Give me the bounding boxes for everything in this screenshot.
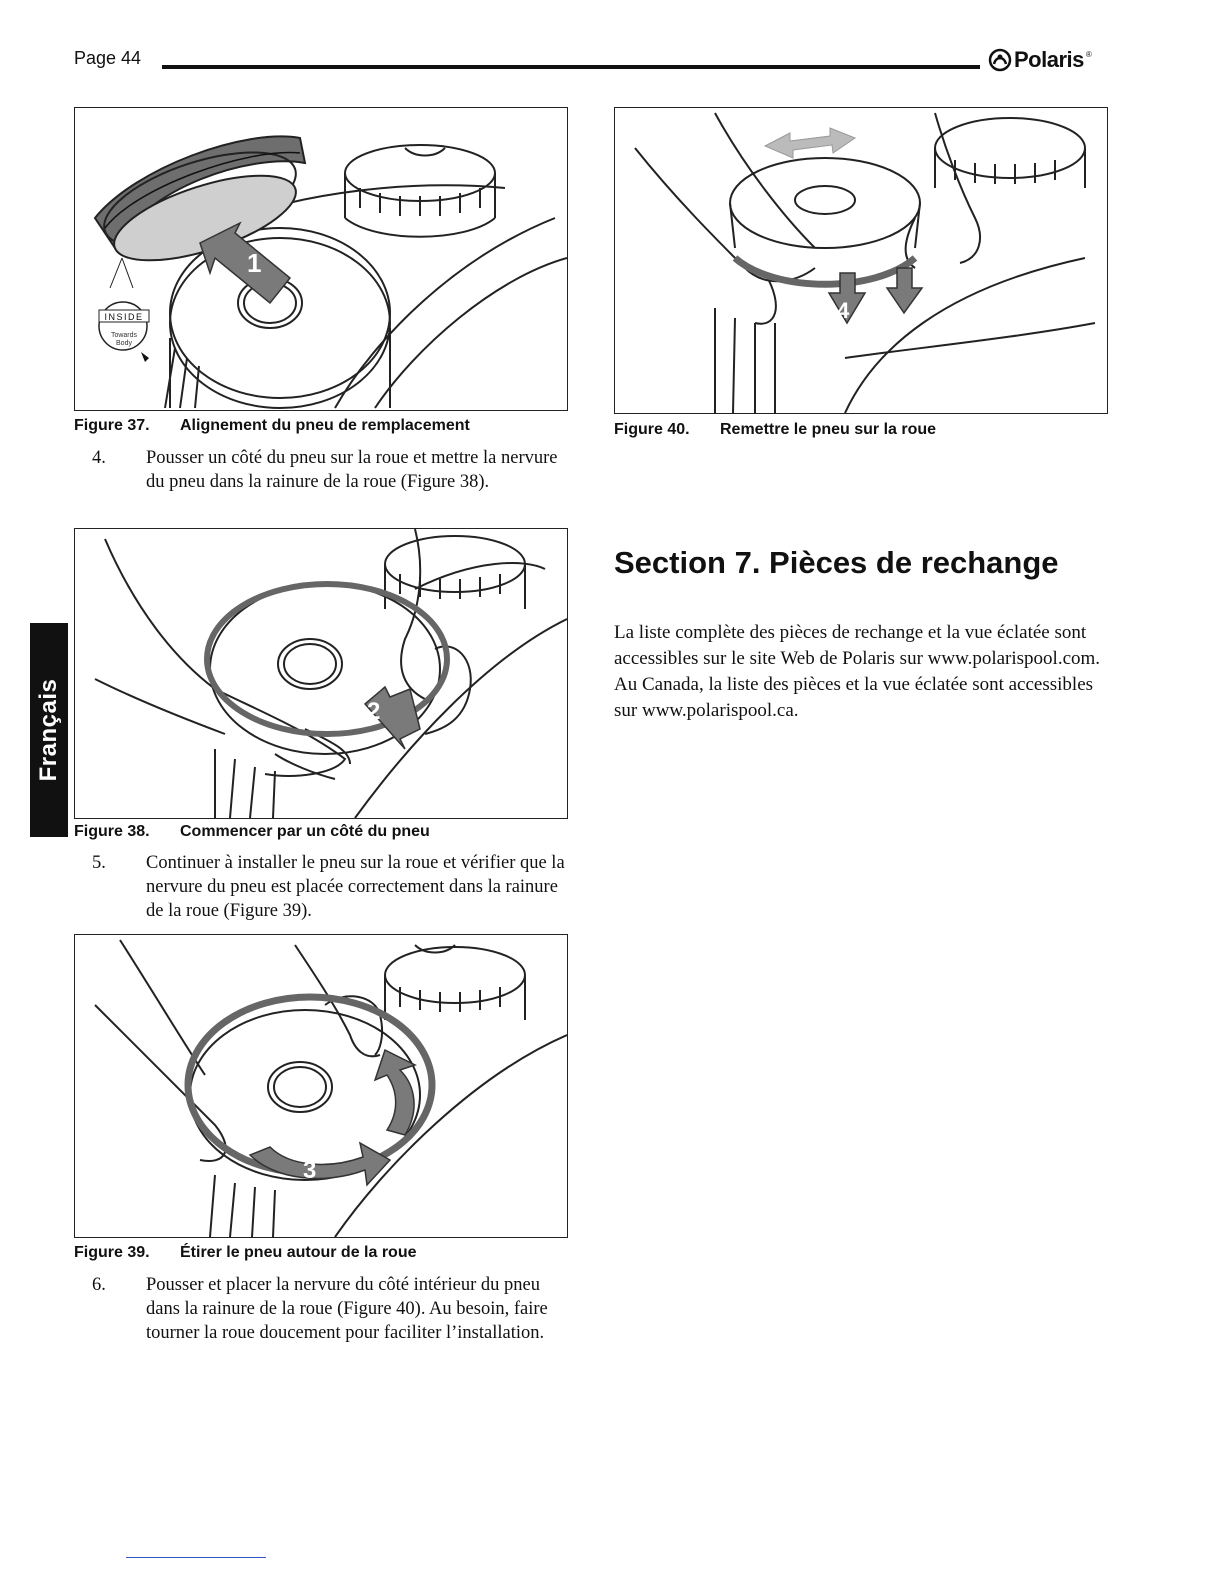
- figure-37-illustration: 1 INSIDE Towards Body: [74, 107, 568, 411]
- step-4: 4. Pousser un côté du pneu sur la roue e…: [92, 446, 582, 518]
- figure-38-title: Commencer par un côté du pneu: [180, 823, 430, 840]
- tire-replace-illustration: 4: [634, 112, 1096, 413]
- step-badge-2: 2: [367, 698, 380, 725]
- footer-rule: [126, 1557, 266, 1558]
- figure-40-number: Figure 40.: [614, 421, 690, 438]
- registered-mark: ®: [1085, 50, 1092, 59]
- figure-39-illustration: 3: [74, 934, 568, 1238]
- step-4-number: 4.: [92, 448, 106, 468]
- callout-inside-label: INSIDE: [104, 312, 143, 322]
- step-4-text: Pousser un côté du pneu sur la roue et m…: [146, 448, 558, 492]
- step-5: 5. Continuer à installer le pneu sur la …: [92, 851, 582, 923]
- figure-40-caption: Figure 40. Remettre le pneu sur la roue: [614, 421, 936, 439]
- step-5-number: 5.: [92, 853, 106, 873]
- tire-alignment-illustration: 1 INSIDE Towards Body: [93, 135, 567, 409]
- step-badge-3: 3: [303, 1157, 316, 1184]
- tire-stretch-illustration: 3: [94, 939, 567, 1237]
- polaris-emblem-icon: [988, 48, 1012, 72]
- page-number: Page 44: [74, 48, 142, 68]
- section-title: Section 7. Pièces de rechange: [614, 545, 1059, 580]
- section-body: La liste complète des pièces de rechange…: [614, 622, 1101, 721]
- callout-body-label: Body: [116, 340, 132, 347]
- figure-38-number: Figure 38.: [74, 823, 150, 840]
- figure-38-illustration: 2: [74, 528, 568, 819]
- step-6-text: Pousser et placer la nervure du côté int…: [146, 1275, 548, 1343]
- callout-towards-label: Towards: [111, 332, 138, 339]
- language-tab: Français: [30, 623, 68, 837]
- step-5-text: Continuer à installer le pneu sur la rou…: [146, 853, 565, 921]
- figure-40-title: Remettre le pneu sur la roue: [720, 421, 937, 438]
- step-6-number: 6.: [92, 1275, 106, 1295]
- language-tab-label: Français: [35, 678, 62, 782]
- step-6: 6. Pousser et placer la nervure du côté …: [92, 1273, 582, 1369]
- polaris-logo: Polaris ®: [988, 46, 1092, 74]
- figure-39-number: Figure 39.: [74, 1244, 150, 1261]
- figure-38-caption: Figure 38. Commencer par un côté du pneu: [74, 823, 430, 841]
- figure-39-title: Étirer le pneu autour de la roue: [180, 1244, 417, 1261]
- figure-37-title: Alignement du pneu de remplacement: [180, 417, 470, 434]
- header-rule: [162, 65, 980, 69]
- figure-37-caption: Figure 37. Alignement du pneu de remplace…: [74, 417, 470, 435]
- step-badge-1: 1: [247, 248, 261, 278]
- tire-start-illustration: 2: [94, 529, 567, 818]
- figure-39-caption: Figure 39. Étirer le pneu autour de la ro…: [74, 1244, 417, 1262]
- figure-40-illustration: 4: [614, 107, 1108, 414]
- brand-name: Polaris: [1014, 47, 1084, 72]
- step-badge-4: 4: [837, 298, 850, 323]
- figure-37-number: Figure 37.: [74, 417, 150, 434]
